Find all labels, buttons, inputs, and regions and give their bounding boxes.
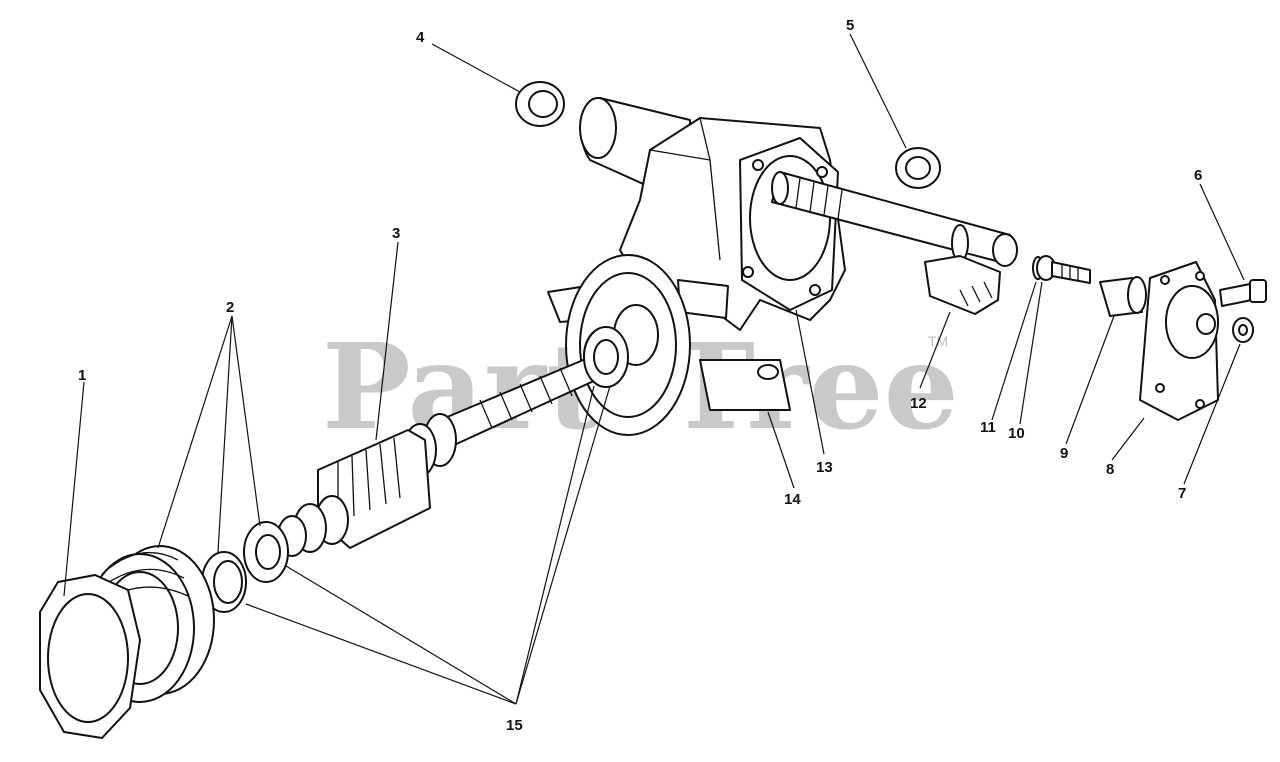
part-3-worm-shaft [277,357,597,557]
part-6-screw [1219,279,1267,307]
part-1-retaining-plate [39,574,141,739]
part-15-bearing-front [243,521,289,583]
leader-lines [63,33,1245,705]
callout-15: 15 [506,717,523,734]
callout-5: 5 [846,17,854,34]
callout-9: 9 [1060,445,1068,462]
callout-13: 13 [816,459,833,476]
callout-14: 14 [784,491,801,508]
callout-2: 2 [226,299,234,316]
callout-7: 7 [1178,485,1186,502]
callout-11: 11 [980,419,996,436]
part-15-bearing-housing [583,326,629,388]
part-13-shaft [771,171,1018,267]
part-9-bushing [1099,276,1147,317]
part-4-seal [515,81,565,127]
part-15-race [201,551,247,613]
callout-12: 12 [910,395,927,412]
part-10-bolt [1036,255,1091,284]
callout-4: 4 [416,29,425,46]
callout-8: 8 [1106,461,1114,478]
callout-10: 10 [1008,425,1025,442]
callout-1: 1 [78,367,86,384]
callouts: 1 2 3 4 5 6 7 8 9 10 11 12 13 14 15 [78,17,1202,734]
part-14-gear-housing [547,97,846,436]
part-8-cover-plate [1139,261,1219,421]
part-5-seal [895,147,941,189]
part-7-nut [1232,317,1254,343]
callout-3: 3 [392,225,400,242]
callout-6: 6 [1194,167,1202,184]
part-12-shifter [924,255,1001,315]
